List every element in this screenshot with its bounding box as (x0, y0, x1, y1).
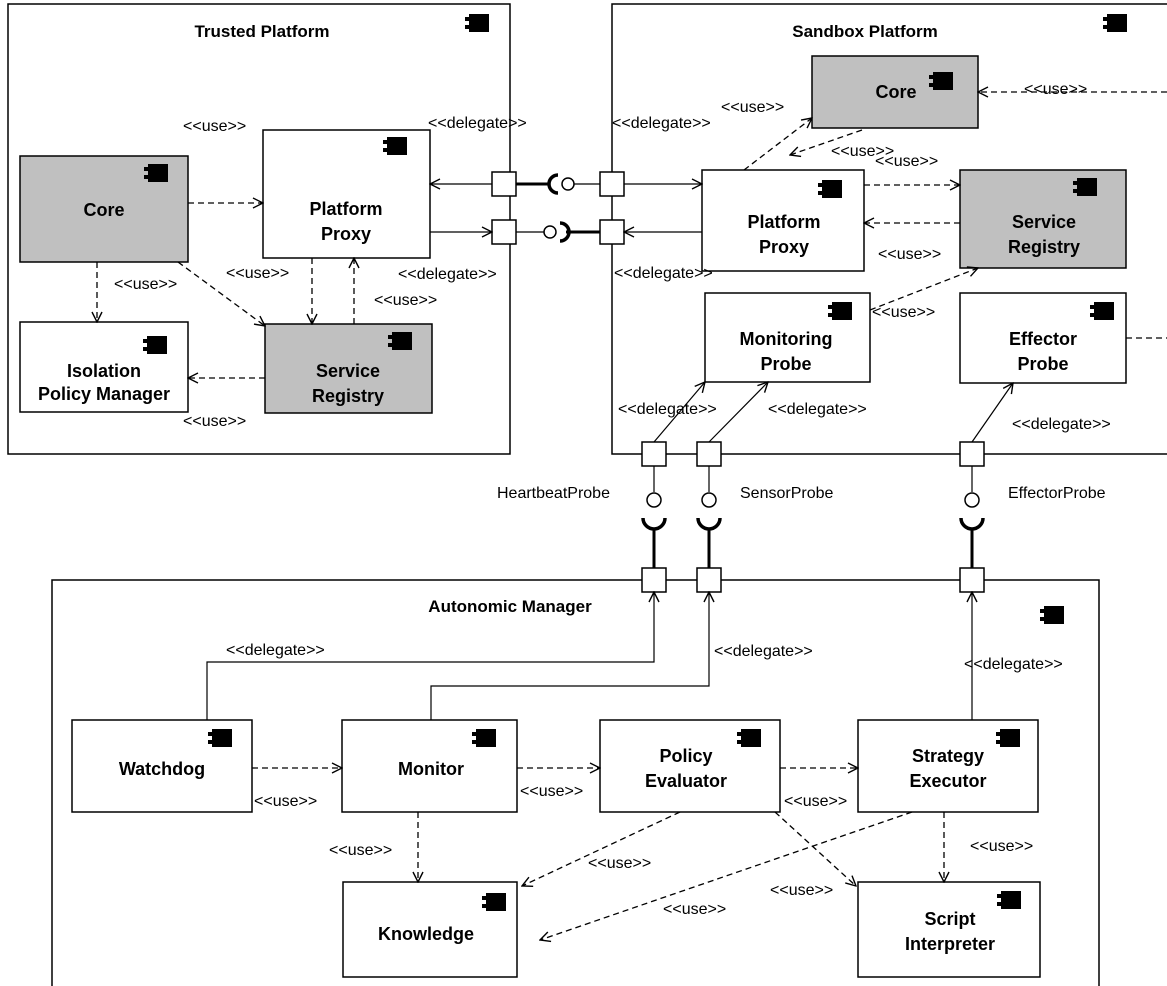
component-name: Core (875, 82, 916, 102)
manager-dependencies (252, 768, 944, 940)
sensor-port-manager (696, 567, 722, 593)
component-name-line2: Policy Manager (38, 384, 170, 404)
component-name-line1: Platform (747, 212, 820, 232)
component-name-line1: Strategy (912, 746, 984, 766)
use-label: <<use>> (226, 265, 289, 282)
sandbox-port-in (599, 171, 625, 197)
component-name-line1: Monitoring (740, 329, 833, 349)
use-label: <<use>> (374, 292, 437, 309)
delegate-label: <<delegate>> (614, 265, 713, 282)
delegate-label: <<delegate>> (612, 115, 711, 132)
autonomic-manager-title: Autonomic Manager (428, 597, 592, 616)
trusted-dependencies (97, 203, 354, 378)
component-name-line1: Platform (309, 199, 382, 219)
use-label: <<use>> (831, 143, 894, 160)
component-name-line2: Proxy (759, 237, 809, 257)
use-label: <<use>> (114, 276, 177, 293)
use-label: <<use>> (721, 99, 784, 116)
component-name-line1: Effector (1009, 329, 1077, 349)
monitoring-probe-component: Monitoring Probe (704, 292, 871, 383)
manager-delegations (206, 592, 972, 720)
knowledge-component: Knowledge (342, 881, 518, 978)
heartbeat-port-sandbox (641, 441, 667, 467)
use-label: <<use>> (183, 118, 246, 135)
component-name: Watchdog (119, 759, 205, 779)
watchdog-component: Watchdog (71, 719, 253, 813)
script-interpreter-component: Script Interpreter (857, 881, 1041, 978)
delegate-label: <<delegate>> (768, 401, 867, 418)
delegate-label: <<delegate>> (398, 266, 497, 283)
component-name: Knowledge (378, 924, 474, 944)
component-name-line2: Evaluator (645, 771, 727, 791)
effector-port-sandbox (959, 441, 985, 467)
delegate-label: <<delegate>> (428, 115, 527, 132)
monitor-component: Monitor (341, 719, 518, 813)
component-name: Core (83, 200, 124, 220)
heartbeat-port-manager (641, 567, 667, 593)
sandbox-port-out (599, 219, 625, 245)
heartbeat-connector (641, 466, 667, 568)
use-label: <<use>> (254, 793, 317, 810)
use-label: <<use>> (183, 413, 246, 430)
interface-connector-bottom (516, 221, 600, 243)
use-label: <<use>> (770, 882, 833, 899)
sandbox-core-component: Core (811, 55, 979, 129)
sensor-port-sandbox (696, 441, 722, 467)
use-label: <<use>> (1024, 81, 1087, 98)
sandbox-service-registry-component: Service Registry (959, 169, 1127, 269)
trusted-core-component: Core (19, 155, 189, 263)
delegate-label: <<delegate>> (714, 643, 813, 660)
effector-probe-label: EffectorProbe (1008, 485, 1106, 502)
use-label: <<use>> (784, 793, 847, 810)
effector-connector (959, 466, 985, 568)
strategy-executor-component: Strategy Executor (857, 719, 1039, 813)
use-label: <<use>> (663, 901, 726, 918)
heartbeat-probe-label: HeartbeatProbe (497, 485, 610, 502)
sensor-probe-label: SensorProbe (740, 485, 833, 502)
component-name-line2: Executor (909, 771, 986, 791)
delegate-label: <<delegate>> (964, 656, 1063, 673)
sandbox-dependencies (743, 92, 1167, 339)
effector-probe-component: Effector Probe (959, 292, 1127, 384)
trusted-platform-proxy-component: Platform Proxy (262, 129, 431, 259)
component-name-line1: Service (1012, 212, 1076, 232)
effector-port-manager (959, 567, 985, 593)
use-label: <<use>> (872, 304, 935, 321)
use-label: <<use>> (520, 783, 583, 800)
trusted-service-registry-component: Service Registry (264, 323, 433, 414)
component-name-line2: Registry (312, 386, 384, 406)
component-name-line1: Policy (659, 746, 712, 766)
delegate-label: <<delegate>> (618, 401, 717, 418)
component-name-line1: Service (316, 361, 380, 381)
trusted-platform-title: Trusted Platform (194, 22, 329, 41)
component-name-line2: Registry (1008, 237, 1080, 257)
component-name-line2: Probe (1017, 354, 1068, 374)
delegate-label: <<delegate>> (1012, 416, 1111, 433)
trusted-port-in (491, 219, 517, 245)
component-name-line1: Script (924, 909, 975, 929)
component-name-line2: Proxy (321, 224, 371, 244)
interface-connector-top (516, 173, 600, 195)
policy-evaluator-component: Policy Evaluator (599, 719, 781, 813)
delegate-label: <<delegate>> (226, 642, 325, 659)
trusted-port-out (491, 171, 517, 197)
use-label: <<use>> (878, 246, 941, 263)
sensor-connector (696, 466, 722, 568)
use-label: <<use>> (970, 838, 1033, 855)
use-label: <<use>> (588, 855, 651, 872)
sandbox-platform-title: Sandbox Platform (792, 22, 937, 41)
sandbox-platform-proxy-component: Platform Proxy (701, 169, 865, 272)
component-name-line2: Probe (760, 354, 811, 374)
component-name-line1: Isolation (67, 361, 141, 381)
use-label: <<use>> (875, 153, 938, 170)
component-name: Monitor (398, 759, 464, 779)
component-name-line2: Interpreter (905, 934, 995, 954)
isolation-policy-manager-component: Isolation Policy Manager (19, 321, 189, 413)
use-label: <<use>> (329, 842, 392, 859)
